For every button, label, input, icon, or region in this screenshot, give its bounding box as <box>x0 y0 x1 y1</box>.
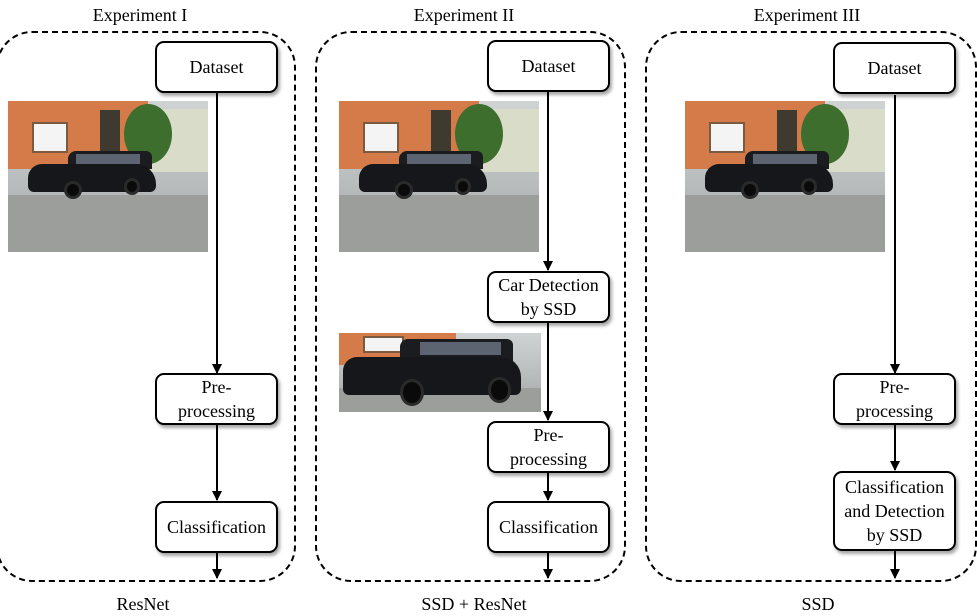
box-label: Dataset <box>189 57 244 77</box>
experiment-1-title: Experiment I <box>92 5 188 25</box>
box-label: Pre- processing <box>178 377 255 421</box>
exp1-dataset-box: Dataset <box>155 41 278 93</box>
exp3-classification-detection-box: Classification and Detection by SSD <box>833 471 956 551</box>
car-photo <box>8 101 208 252</box>
exp2-dataset-box: Dataset <box>487 40 610 92</box>
box-label: Classification and Detection by SSD <box>844 477 945 545</box>
box-label: Pre- processing <box>510 425 587 469</box>
box-label: Pre- processing <box>856 377 933 421</box>
cropped-car-photo <box>339 333 541 412</box>
experiment-3-model-label: SSD <box>801 594 835 614</box>
experiment-2-model-label: SSD + ResNet <box>421 594 527 614</box>
experiment-1-model-label: ResNet <box>116 594 170 614</box>
box-label: Dataset <box>521 56 576 76</box>
exp3-dataset-box: Dataset <box>833 42 956 94</box>
box-label: Classification <box>167 517 266 537</box>
box-label: Classification <box>499 517 598 537</box>
exp2-car-detection-box: Car Detection by SSD <box>487 271 610 323</box>
experiment-2-container <box>315 31 626 582</box>
experiment-3-title: Experiment III <box>753 5 861 25</box>
experiment-1-container <box>0 31 296 582</box>
exp1-classification-box: Classification <box>155 501 278 553</box>
box-label: Car Detection by SSD <box>498 275 599 319</box>
experiment-3-container <box>645 31 977 582</box>
car-photo <box>339 101 539 252</box>
exp2-preprocessing-box: Pre- processing <box>487 421 610 473</box>
car-photo <box>685 101 885 252</box>
box-label: Dataset <box>867 58 922 78</box>
exp1-preprocessing-box: Pre- processing <box>155 373 278 425</box>
exp2-classification-box: Classification <box>487 501 610 553</box>
experiment-2-title: Experiment II <box>413 5 515 25</box>
exp3-preprocessing-box: Pre- processing <box>833 373 956 425</box>
